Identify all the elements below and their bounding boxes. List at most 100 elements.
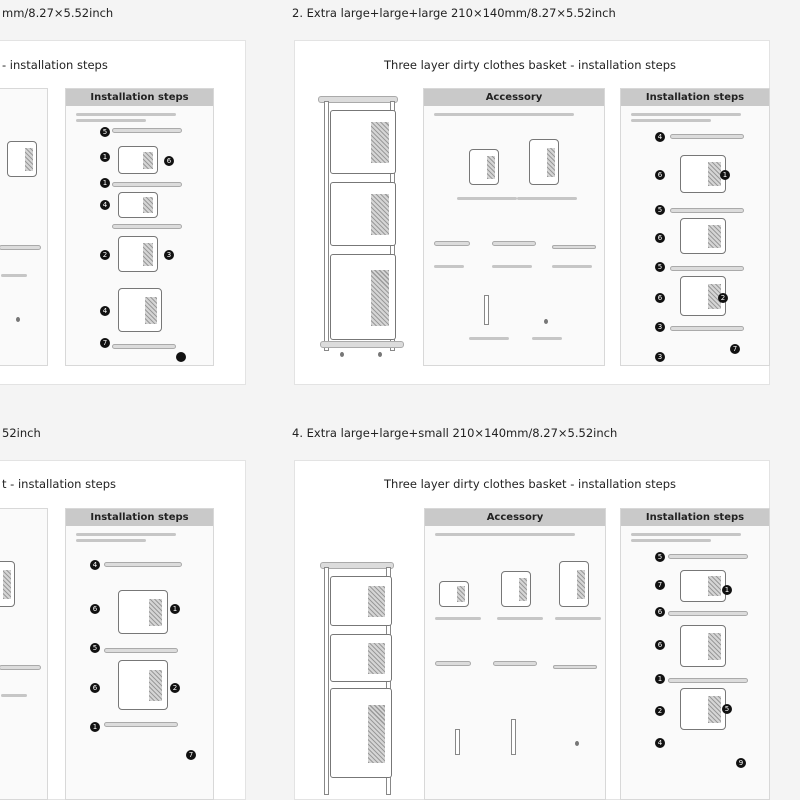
basket-illustration [118,288,162,332]
step-number-marker: 6 [655,233,665,243]
rail-part [0,665,41,670]
step-number-marker: 4 [100,200,110,210]
step-number-marker: 5 [655,262,665,272]
step-number-marker: 5 [655,205,665,215]
step-number-marker: 1 [100,152,110,162]
step-number-marker: 1 [100,178,110,188]
handle-part [435,661,471,666]
basket-illustration [118,660,168,710]
step-number-marker: 6 [90,604,100,614]
card-subtitle-bottom-left: t - installation steps [2,477,116,491]
step-number-marker: 1 [722,585,732,595]
step-number-marker: 7 [730,344,740,354]
rail-part [104,562,182,567]
step-number-marker: 2 [170,683,180,693]
step-number-marker: 6 [164,156,174,166]
basket-illustration [680,155,726,193]
steps-panel-title: Installation steps [621,89,769,106]
rail-part [670,326,744,331]
wheel-part [544,319,548,324]
basket-illustration [680,688,726,730]
wheel-part [16,317,20,322]
rod-part [552,245,596,249]
accessory-panel-top-left [0,88,48,366]
step-number-marker: 6 [90,683,100,693]
card-header-bottom-left: 52inch [2,426,41,440]
leg-part [511,719,516,755]
step-number-marker: 2 [100,250,110,260]
step-number-marker: 1 [720,170,730,180]
step-number-marker: 3 [164,250,174,260]
step-number-marker: 5 [655,552,665,562]
handle-part [434,241,470,246]
rail-part [0,245,41,250]
step-number-marker: 1 [170,604,180,614]
step-number-marker: 4 [655,132,665,142]
step-number-marker: 9 [736,758,746,768]
basket-illustration [680,570,726,602]
rail-part [112,182,182,187]
card-header-top-right: 2. Extra large+large+large 210×140mm/8.2… [292,6,616,20]
step-number-marker: 5 [90,643,100,653]
basket-illustration [529,139,559,185]
rail-part [104,648,178,653]
basket-illustration [680,218,726,254]
step-number-marker: 6 [655,170,665,180]
basket-illustration [0,561,15,607]
steps-panel-title: Installation steps [66,89,213,106]
basket-illustration [559,561,589,607]
card-header-top-left: mm/8.27×5.52inch [2,6,114,20]
rail-part [668,678,748,683]
basket-illustration [469,149,499,185]
step-number-marker: 7 [655,580,665,590]
accessory-panel-top-right: Accessory [423,88,605,366]
leg-part [484,295,489,325]
accessory-panel-bottom-left [0,508,48,800]
step-number-marker [176,352,186,362]
step-number-marker: 3 [655,352,665,362]
shelf-part [493,661,537,666]
step-number-marker: 4 [100,306,110,316]
card-subtitle-top-left: - installation steps [2,58,108,72]
basket-illustration [501,571,531,607]
card-header-bottom-right: 4. Extra large+large+small 210×140mm/8.2… [292,426,618,440]
step-number-marker: 2 [655,706,665,716]
basket-illustration [118,192,158,218]
rail-part [104,722,178,727]
three-layer-basket-tower [320,562,400,800]
rail-part [112,224,182,229]
rod-part [553,665,597,669]
steps-panel-title: Installation steps [66,509,213,526]
rail-part [670,208,744,213]
step-number-marker: 6 [655,293,665,303]
step-number-marker: 7 [186,750,196,760]
rail-part [668,554,748,559]
rail-part [112,344,176,349]
step-number-marker: 7 [100,338,110,348]
step-number-marker: 1 [90,722,100,732]
step-number-marker: 4 [655,738,665,748]
three-layer-basket-tower [318,96,410,366]
basket-illustration [118,236,158,272]
basket-illustration [680,625,726,667]
basket-illustration [439,581,469,607]
accessory-panel-title: Accessory [424,89,604,106]
card-subtitle-top-right: Three layer dirty clothes basket - insta… [384,58,677,72]
card-subtitle-bottom-right: Three layer dirty clothes basket - insta… [384,477,677,491]
leg-part [455,729,460,755]
basket-illustration [7,141,37,177]
step-number-marker: 2 [718,293,728,303]
shelf-part [492,241,536,246]
accessory-panel-title: Accessory [425,509,605,526]
step-number-marker: 5 [100,127,110,137]
rail-part [112,128,182,133]
rail-part [670,266,744,271]
basket-illustration [118,590,168,634]
wheel-part [575,741,579,746]
rail-part [668,611,748,616]
step-number-marker: 5 [722,704,732,714]
step-number-marker: 6 [655,607,665,617]
step-number-marker: 1 [655,674,665,684]
accessory-panel-bottom-right: Accessory [424,508,606,800]
basket-illustration [118,146,158,174]
